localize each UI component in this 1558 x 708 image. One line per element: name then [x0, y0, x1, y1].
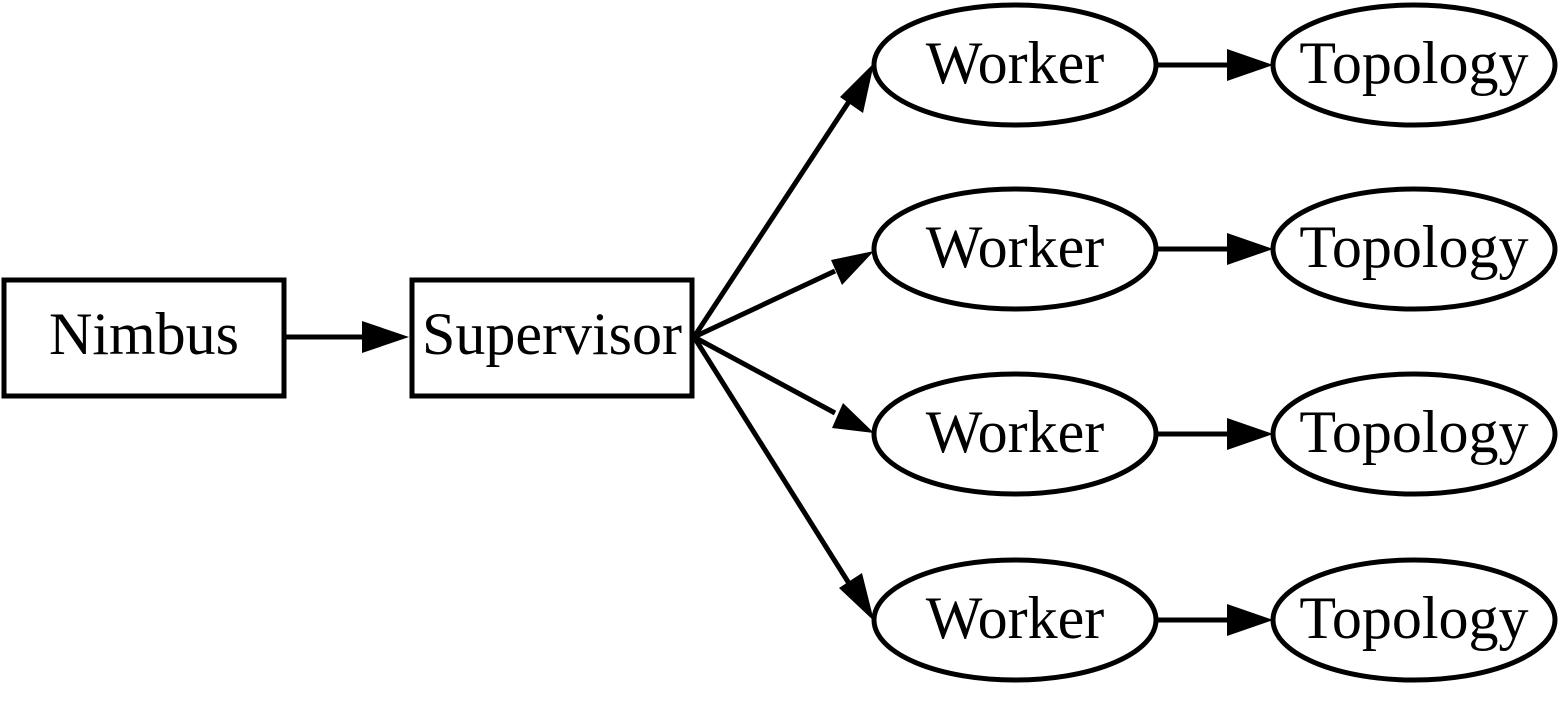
node-label: Worker [926, 585, 1104, 651]
node-label: Worker [926, 399, 1104, 465]
edge-worker1-topology1 [1156, 49, 1273, 81]
node-worker-4: Worker [871, 557, 1159, 683]
node-supervisor: Supervisor [409, 277, 695, 399]
edges [284, 49, 1273, 636]
edge-supervisor-worker3 [692, 334, 874, 433]
node-label: Topology [1299, 214, 1528, 280]
node-label: Topology [1299, 585, 1528, 651]
node-worker-1: Worker [871, 2, 1159, 128]
arrowhead-icon [1227, 49, 1273, 81]
node-topology-2: Topology [1270, 186, 1558, 312]
node-worker-3: Worker [871, 371, 1159, 497]
edge-worker2-topology2 [1156, 233, 1273, 265]
edge-supervisor-worker2 [692, 251, 874, 340]
node-topology-3: Topology [1270, 371, 1558, 497]
arrowhead-icon [839, 573, 874, 621]
arrowhead-icon [831, 251, 874, 285]
node-label: Topology [1299, 399, 1528, 465]
edge-worker3-topology3 [1156, 418, 1273, 450]
arrowhead-icon [362, 321, 409, 353]
node-topology-1: Topology [1270, 2, 1558, 128]
node-label: Nimbus [49, 301, 239, 367]
node-label: Supervisor [422, 301, 682, 367]
arrowhead-icon [1227, 233, 1273, 265]
node-label: Topology [1299, 30, 1528, 96]
arrowhead-icon [1227, 418, 1273, 450]
arrowhead-icon [840, 63, 874, 113]
node-worker-2: Worker [871, 186, 1159, 312]
edge-supervisor-worker1 [691, 63, 874, 339]
node-topology-4: Topology [1270, 557, 1558, 683]
edge-worker4-topology4 [1156, 604, 1273, 636]
node-label: Worker [926, 214, 1104, 280]
arrowhead-icon [1227, 604, 1273, 636]
arrowhead-icon [832, 403, 874, 433]
node-nimbus: Nimbus [1, 277, 287, 399]
edge-supervisor-worker4 [691, 335, 874, 621]
edge-nimbus-supervisor [284, 321, 409, 353]
node-label: Worker [926, 30, 1104, 96]
